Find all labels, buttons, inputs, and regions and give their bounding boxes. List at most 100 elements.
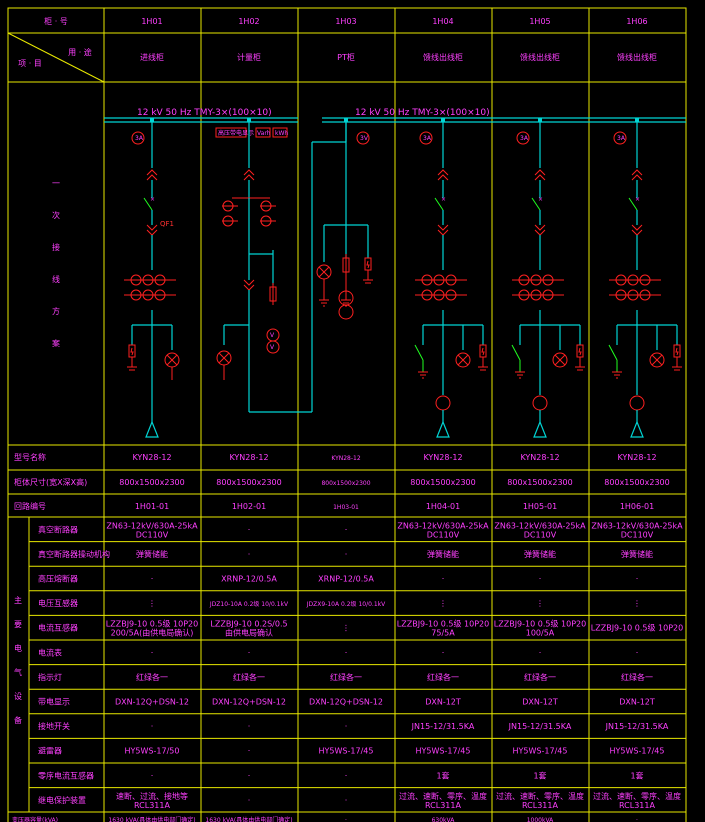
- equip-cell-line: DXN-12Q+DSN-12: [309, 698, 383, 707]
- equip-cell: ·: [345, 525, 348, 534]
- equip-cell: ·: [248, 550, 251, 559]
- coil-circle: [419, 131, 433, 145]
- equip-cell-line: 过流、速断、零序、温度: [399, 791, 487, 801]
- equip-cell-line: 红绿各一: [524, 672, 556, 682]
- cabinet-id: 1H04: [432, 17, 453, 26]
- equip-cell-line: HY5WS-17/50: [125, 747, 180, 756]
- equip-cell: JDZ10-10A 0.2级 10/0.1kV: [209, 600, 289, 608]
- equip-cell-line: DXN-12T: [619, 698, 655, 707]
- cabinet-use: 馈线出线柜: [520, 52, 560, 62]
- equip-cell-line: 过流、速断、零序、温度: [593, 791, 681, 801]
- equip-cell: ·: [151, 575, 154, 584]
- row-label: 回路编号: [14, 501, 46, 511]
- equip-cell-line: ⋮: [342, 624, 350, 633]
- meter-tag-varh: Varh: [257, 130, 271, 137]
- equip-cell: ·: [248, 722, 251, 731]
- equip-cell: ⋮: [633, 599, 641, 608]
- row-cell: 1H01-01: [135, 502, 169, 511]
- wire: [531, 197, 541, 211]
- equip-cell-line: 弹簧储能: [427, 549, 459, 559]
- equip-cell-line: DC110V: [136, 530, 169, 539]
- cabinet-use: 馈线出线柜: [617, 52, 657, 62]
- equip-cell: XRNP-12/0.5A: [318, 575, 374, 584]
- equip-cell: ·: [248, 525, 251, 534]
- equip-label: 电压互感器: [38, 598, 78, 608]
- equip-cell: ·: [636, 575, 639, 584]
- equip-label: 接地开关: [38, 721, 70, 731]
- equip-label: 电流互感器: [38, 623, 78, 633]
- equip-label: 电流表: [38, 647, 62, 657]
- equip-cell-line: JN15-12/31.5KA: [411, 722, 475, 731]
- cabinet-use: PT柜: [337, 52, 355, 62]
- plug-contact: [243, 174, 255, 181]
- row-cell: 800x1500x2300: [410, 478, 475, 487]
- equip-cell: ⋮: [342, 624, 350, 633]
- cable-head: [533, 420, 547, 438]
- meter-mark: 3A: [423, 135, 432, 142]
- equip-cell: ·: [345, 722, 348, 731]
- main-equip-char: 设: [14, 691, 22, 701]
- plug-contact: [631, 229, 643, 236]
- equip-cell-line: ·: [345, 525, 348, 534]
- meter-tag-kwh: kWh: [275, 130, 288, 137]
- arrester: [673, 344, 681, 358]
- wire: [608, 344, 618, 361]
- equip-cell-line: RCL311A: [134, 801, 170, 810]
- equip-cell-line: ·: [345, 796, 348, 805]
- wire: [457, 354, 469, 366]
- equip-label: 高压熔断器: [38, 574, 78, 584]
- equip-cell: DXN-12T: [425, 698, 461, 707]
- equip-cell: ·: [345, 796, 348, 805]
- bus-node: [538, 118, 542, 122]
- plug-contact: [146, 229, 158, 236]
- equip-cell-line: 1套: [630, 770, 643, 780]
- bottom-cell: 1000kVA: [527, 817, 554, 822]
- equip-cell: 1套: [436, 770, 449, 780]
- equip-cell: 弹簧储能: [136, 549, 168, 559]
- plug-contact: [534, 169, 546, 176]
- cabinet-use: 进线柜: [140, 52, 164, 62]
- wire: [143, 197, 153, 211]
- wire: [651, 354, 663, 366]
- equip-cell-line: ⋮: [439, 599, 447, 608]
- scheme-label-char: 线: [52, 274, 60, 284]
- equip-cell-line: ·: [151, 575, 154, 584]
- coil-circle: [455, 352, 471, 368]
- equip-cell-line: ·: [248, 796, 251, 805]
- meter-mark: V: [270, 344, 275, 351]
- plug-contact: [146, 224, 158, 231]
- bottom-row: 变压器容量(kVA)1630 kVA(具体由供电部门确定)1630 kVA(具体…: [12, 816, 638, 822]
- breaker-mark: ×: [635, 196, 640, 203]
- row-label: 柜体尺寸(宽X深X高): [14, 477, 87, 487]
- wire: [218, 352, 230, 364]
- table-grid: [7, 7, 687, 822]
- coil-circle: [338, 304, 354, 320]
- bus-label-left: 12 kV 50 Hz TMY-3×(100×10): [137, 108, 272, 118]
- equip-cell: 红绿各一: [427, 672, 459, 682]
- row-cell: KYN28-12: [132, 453, 171, 462]
- row-cell: KYN28-12: [520, 453, 559, 462]
- plug-contact: [146, 169, 158, 176]
- row-cell: 800x1500x2300: [119, 478, 184, 487]
- equip-cell-line: ·: [442, 575, 445, 584]
- bus-node: [441, 118, 445, 122]
- equip-cell-line: 弹簧储能: [524, 549, 556, 559]
- row-cell: 1H06-01: [620, 502, 654, 511]
- equip-label: 真空断路器: [38, 524, 78, 534]
- row-cell: 1H05-01: [523, 502, 557, 511]
- equip-cell: DXN-12T: [522, 698, 558, 707]
- coil-circle: [613, 131, 627, 145]
- equip-cell: 红绿各一: [136, 672, 168, 682]
- arrester: [364, 257, 372, 271]
- equip-cell: ·: [151, 648, 154, 657]
- arrester-mark: [481, 347, 485, 356]
- meter-mark: 3A: [617, 135, 626, 142]
- busbar-right: 12 kV 50 Hz TMY-3×(100×10): [322, 108, 686, 123]
